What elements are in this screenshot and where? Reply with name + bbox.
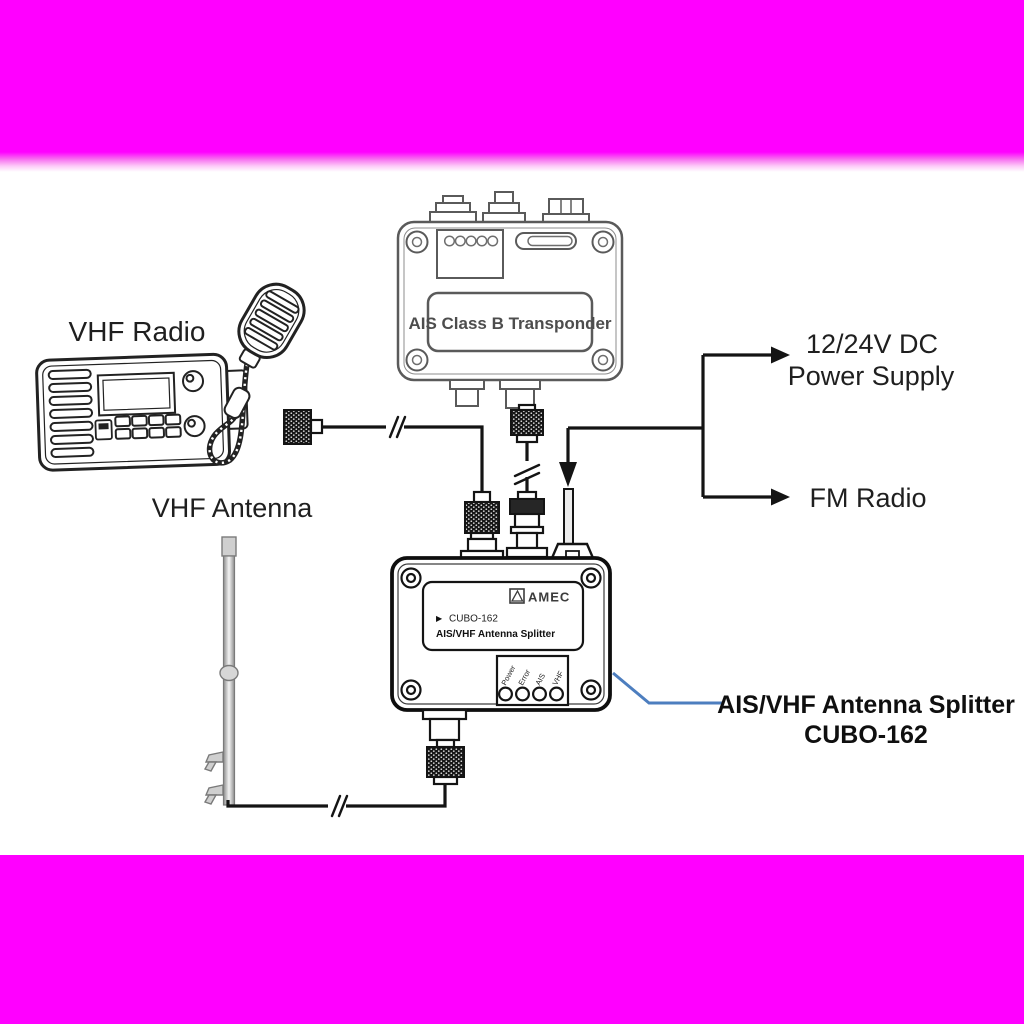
splitter-leds: Power Error AIS VHF (498, 663, 566, 702)
transponder-top-connector-2 (482, 191, 526, 223)
callout-line (612, 671, 722, 705)
splitter-brand: AMEC (528, 590, 570, 605)
vhf-radio-label: VHF Radio (69, 316, 206, 347)
coax-connector-splitter-vhf-port (459, 490, 505, 561)
top-band-fade (0, 152, 1024, 172)
transponder-screws (405, 230, 615, 372)
power-wire (563, 488, 574, 546)
transponder-bottom-ports (449, 379, 541, 409)
antenna-top-cap (221, 536, 237, 557)
ais-transponder-illustration: AIS Class B Transponder (396, 191, 624, 409)
coax-connector-splitter-ais-port (505, 490, 549, 559)
splitter-label-plate (421, 580, 585, 652)
coax-connector-transponder-out (510, 403, 544, 444)
arrow-to-power-supply (771, 346, 790, 364)
vhf-antenna-label: VHF Antenna (152, 493, 314, 523)
bottom-magenta-band (0, 855, 1024, 1024)
radio-keypad (114, 413, 182, 440)
mic-plug (223, 386, 251, 420)
cable-break-antenna-cable (330, 794, 349, 818)
splitter-bullet-icon: ▶ (436, 614, 443, 623)
cable-break-radio-cable (388, 415, 407, 439)
radio-ptt-button (94, 419, 113, 441)
callout-label-line1: AIS/VHF Antenna Splitter (717, 691, 1015, 719)
led-error (514, 686, 530, 702)
led-power (498, 686, 514, 702)
top-magenta-band (0, 0, 1024, 152)
led-vhf (548, 686, 564, 702)
vhf-antenna-illustration (203, 536, 239, 806)
splitter-model: CUBO-162 (449, 614, 498, 625)
power-supply-label-line1: 12/24V DC (806, 329, 938, 359)
mic-grille (244, 290, 300, 351)
amec-logo-icon (509, 588, 525, 604)
antenna-bracket-upper (204, 751, 224, 763)
splitter-screws (400, 567, 602, 701)
splitter-antenna-port (421, 708, 468, 742)
splitter-illustration: AMEC ▶ CUBO-162 AIS/VHF Antenna Splitter… (390, 556, 612, 742)
coax-connector-radio (283, 409, 324, 445)
radio-speaker-grille (47, 368, 95, 458)
transponder-label: AIS Class B Transponder (408, 314, 611, 333)
transponder-top-connector-1 (429, 195, 477, 223)
antenna-bracket-lower (204, 784, 224, 796)
led-ais (531, 686, 547, 702)
fm-radio-label: FM Radio (809, 483, 926, 513)
cable-vhf-radio-to-splitter (320, 425, 484, 495)
cable-break-transponder-cable (513, 463, 541, 486)
callout-label-line2: CUBO-162 (804, 721, 928, 749)
arrow-to-fm-radio (771, 488, 790, 506)
transponder-led-row (443, 235, 499, 247)
transponder-top-connector-3 (542, 198, 590, 223)
coax-connector-splitter-antenna (426, 738, 465, 786)
splitter-product-name: AIS/VHF Antenna Splitter (436, 629, 555, 640)
arrow-down-to-power-gland (559, 462, 577, 487)
power-supply-label-line2: Power Supply (788, 361, 955, 391)
wiring-lines (226, 346, 790, 818)
transponder-label-plate (426, 291, 594, 353)
handheld-microphone-illustration (237, 282, 306, 369)
power-cable-gland (550, 488, 595, 560)
antenna-joint (219, 664, 239, 682)
vhf-radio-illustration (35, 352, 249, 472)
